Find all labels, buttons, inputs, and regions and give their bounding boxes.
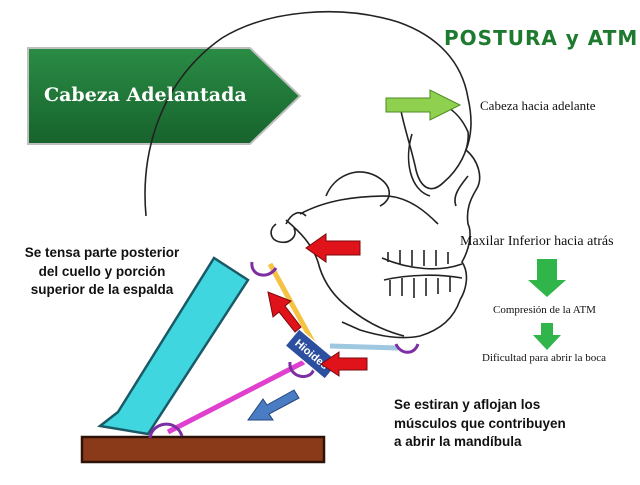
label-muscles: Se estiran y aflojan los músculos que co… <box>394 397 566 450</box>
label-jaw-back: Maxilar Inferior hacia atrás <box>460 234 614 249</box>
cervical-spine-bar <box>96 256 250 436</box>
anterior-muscle <box>329 343 399 351</box>
down-arrow-large <box>528 259 566 297</box>
attachment-sternum <box>148 422 184 439</box>
red-arrow-spine <box>267 291 302 333</box>
light-green-arrow <box>385 89 462 121</box>
label-tmj-compression: Compresión de la ATM <box>493 304 596 316</box>
sternum-bar <box>80 435 326 464</box>
logo-text: POSTURA y ATM <box>444 26 639 50</box>
label-mouth-opening: Dificultad para abrir la boca <box>482 352 606 364</box>
red-arrow-jaw <box>305 233 361 263</box>
infrahyoid-muscle <box>166 359 306 435</box>
label-head-forward: Cabeza hacia adelante <box>480 98 596 113</box>
down-arrow-small <box>533 323 561 350</box>
posterior-digastric-muscle <box>267 262 318 348</box>
blue-arrow <box>247 389 300 421</box>
label-neck-tension: Se tensa parte posterior del cuello y po… <box>24 245 180 298</box>
red-arrow-hyoid <box>320 351 368 377</box>
skull-outline <box>144 11 481 339</box>
banner-title: Cabeza Adelantada <box>44 84 247 106</box>
banner-shape <box>27 47 302 145</box>
attachment-mandible <box>394 343 420 354</box>
attachment-hyoid <box>288 361 316 378</box>
attachment-mastoid <box>250 261 278 277</box>
